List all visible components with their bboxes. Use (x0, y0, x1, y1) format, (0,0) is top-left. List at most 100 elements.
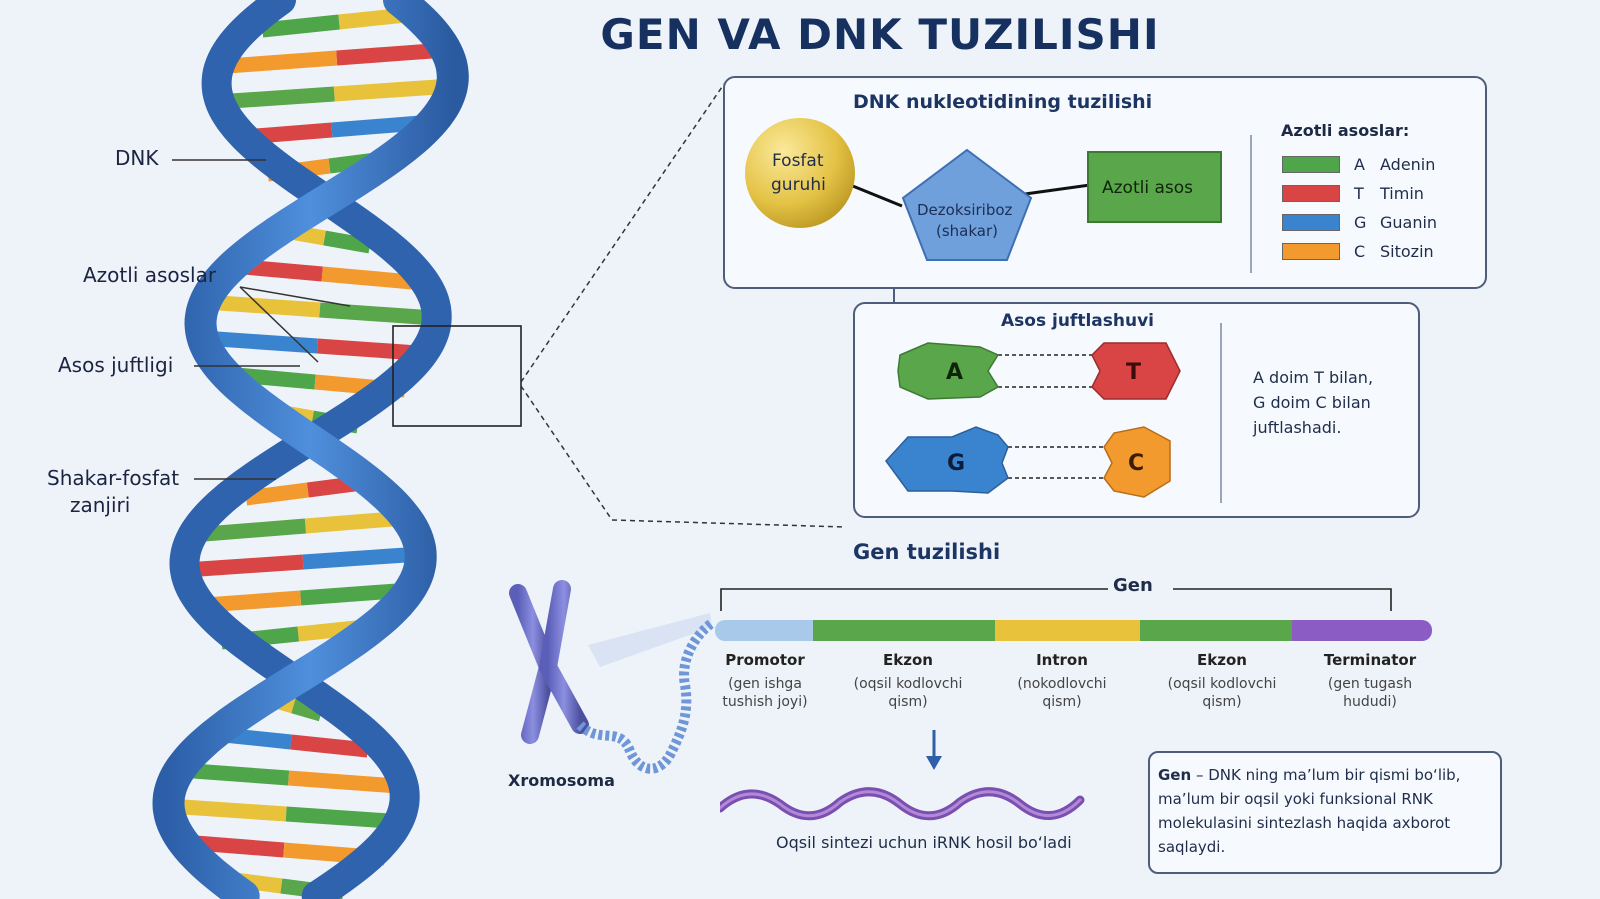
segment-desc: (gen ishga tushish joyi) (695, 675, 835, 711)
segment-name: Terminator (1323, 651, 1417, 669)
definition-panel (1148, 751, 1502, 874)
base-half (204, 294, 321, 318)
definition-line-2: ma’lum bir oqsil yoki funksional RNK (1158, 790, 1433, 808)
gene-segment-promotor (715, 620, 813, 641)
segment-desc-2: tushish joyi) (722, 694, 808, 710)
base-half (290, 734, 369, 758)
base-label: Azotli asos (1102, 178, 1194, 198)
definition-text-1: – DNK ning ma’lum bir qismi bo‘lib, (1191, 766, 1461, 784)
gene-segment-label: Promotor (gen ishga tushish joyi) (695, 651, 835, 711)
legend-item: A Adenin (1282, 153, 1435, 175)
pair-g-letter: G (947, 451, 966, 476)
definition-line-4: saqlaydi. (1158, 838, 1226, 856)
legend-title: Azotli asoslar: (1281, 121, 1410, 140)
pairing-note-1: A doim T bilan, (1253, 368, 1374, 387)
base-half (336, 42, 447, 66)
legend-swatch (1282, 155, 1340, 173)
legend-name: Sitozin (1380, 241, 1434, 261)
segment-desc-2: hududi) (1343, 694, 1397, 710)
azotli-leader-line-1 (239, 286, 351, 307)
segment-desc-1: (oqsil kodlovchi (1167, 676, 1277, 692)
legend-letter: T (1354, 183, 1364, 203)
segment-desc: (oqsil kodlovchi qism) (838, 675, 978, 711)
gene-segment-label: Ekzon (oqsil kodlovchi qism) (1152, 651, 1292, 711)
gene-segment-ekzon (1140, 620, 1292, 641)
pair-a-letter: A (946, 360, 964, 385)
legend-item: T Timin (1282, 182, 1424, 204)
zoom-box (392, 325, 522, 427)
legend-swatch (1282, 184, 1340, 202)
zanjiri-label: zanjiri (70, 493, 131, 517)
gene-segment-terminator (1292, 620, 1432, 641)
zoom-line-top (520, 83, 725, 383)
shakar-fosfat-label: Shakar-fosfat (47, 466, 180, 490)
base-half (245, 482, 309, 506)
definition-line-1: Gen – DNK ning ma’lum bir qismi bo‘lib, (1158, 766, 1460, 784)
sugar-label-1: Dezoksiriboz (917, 201, 1013, 219)
gene-segment-ekzon (813, 620, 995, 641)
segment-desc-1: (gen ishga (728, 676, 802, 692)
nucleotide-title: DNK nukleotidining tuzilishi (853, 91, 1153, 113)
sugar-pentagon-shape (901, 148, 1033, 261)
legend-item: C Sitozin (1282, 240, 1434, 262)
base-half (288, 770, 399, 794)
segment-desc-2: qism) (1202, 694, 1242, 710)
base-half (321, 266, 413, 290)
zoom-line-bottom-2 (611, 519, 846, 528)
legend-letter: C (1354, 241, 1366, 261)
legend-name: Guanin (1380, 212, 1438, 232)
gene-segment-intron (995, 620, 1140, 641)
pairing-title: Asos juftlashuvi (1001, 311, 1154, 331)
pairing-divider (1220, 323, 1222, 503)
legend-divider (1250, 135, 1252, 273)
segment-desc-2: qism) (888, 694, 928, 710)
segment-desc-1: (oqsil kodlovchi (853, 676, 963, 692)
legend-name: Timin (1380, 183, 1424, 203)
segment-desc: (oqsil kodlovchi qism) (1152, 675, 1292, 711)
gene-title: Gen tuzilishi (853, 540, 1001, 564)
legend-letter: A (1354, 154, 1365, 174)
pair-c-letter: C (1128, 451, 1145, 476)
segment-desc-1: (nokodlovchi (1017, 676, 1107, 692)
nitrogen-base-shape (1087, 151, 1222, 223)
thymine-shape (1091, 342, 1181, 400)
chromosome-illustration (509, 580, 716, 774)
mrna-arrow-and-wave (720, 730, 1085, 821)
pairing-diagram (885, 342, 1181, 498)
segment-name: Ekzon (1197, 651, 1247, 669)
pairing-note-2: G doim C bilan (1253, 393, 1371, 412)
legend-swatch (1282, 213, 1340, 231)
fosfat-label-2: guruhi (771, 175, 826, 195)
base-half (302, 546, 422, 570)
segment-name: Promotor (725, 651, 805, 669)
base-half (333, 78, 453, 102)
base-half (323, 230, 372, 254)
cytosine-shape (1103, 426, 1171, 498)
chromosome-label: Xromosoma (508, 771, 615, 790)
legend-item: G Guanin (1282, 211, 1437, 233)
gene-bracket-label: Gen (1113, 575, 1153, 596)
page-title: GEN VA DNK TUZILISHI (600, 10, 1160, 59)
mrna-caption: Oqsil sintezi uchun iRNK hosil bo‘ladi (776, 833, 1072, 852)
base-half (202, 330, 318, 354)
base-half (319, 302, 436, 326)
legend-letter: G (1354, 212, 1367, 232)
adenine-shape (897, 342, 1000, 400)
segment-desc: (nokodlovchi qism) (992, 675, 1132, 711)
base-half (184, 554, 304, 578)
legend-swatch (1282, 242, 1340, 260)
definition-term: Gen (1158, 766, 1192, 784)
segment-name: Ekzon (883, 651, 933, 669)
dnk-label: DNK (115, 146, 159, 170)
sugar-phosphate-strand-front (152, 0, 469, 899)
pair-t-letter: T (1126, 360, 1142, 385)
legend-name: Adenin (1380, 154, 1436, 174)
azotli-asoslar-label: Azotli asoslar (83, 263, 217, 287)
pairing-note-3: juftlashadi. (1253, 418, 1342, 437)
segment-desc-2: qism) (1042, 694, 1082, 710)
